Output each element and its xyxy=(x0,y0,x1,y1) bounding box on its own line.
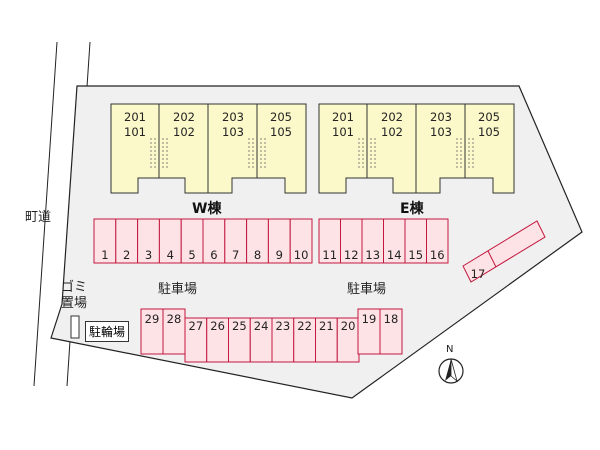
parking-slot-number: 23 xyxy=(276,319,291,333)
parking-slot-number: 10 xyxy=(294,248,309,262)
parking-slot-number: 2 xyxy=(123,248,130,262)
parking-slot-number: 1 xyxy=(101,248,108,262)
parking-slot-number: 13 xyxy=(365,248,380,262)
parking-slot-number: 21 xyxy=(319,319,334,333)
parking-slot-number: 22 xyxy=(297,319,312,333)
parking-label-left: 駐車場 xyxy=(158,282,198,297)
parking-row-top-right: 11 12 13 14 15 16 xyxy=(318,218,449,264)
parking-slot-number: 26 xyxy=(210,319,225,333)
parking-slot-number: 3 xyxy=(145,248,152,262)
bicycle-rack-mark xyxy=(70,315,80,339)
parking-slot-number: 16 xyxy=(430,248,445,262)
parking-slot-number: 29 xyxy=(145,312,160,326)
parking-slot-divider xyxy=(487,250,497,268)
parking-slot-number: 20 xyxy=(341,319,356,333)
parking-row-bottom-upper: 29 28 xyxy=(140,308,186,355)
building-e xyxy=(318,103,515,194)
parking-slot-number: 6 xyxy=(210,248,217,262)
north-label: N xyxy=(446,344,454,355)
road-label: 町道 xyxy=(25,210,52,225)
parking-slot xyxy=(462,220,546,283)
parking-slot-number: 27 xyxy=(189,319,204,333)
parking-slot-number: 12 xyxy=(344,248,359,262)
building-w-label: W棟 xyxy=(192,201,222,217)
parking-row-bottom-lower: 27 26 25 24 23 22 21 20 xyxy=(184,317,360,363)
parking-slot-number: 4 xyxy=(167,248,174,262)
building-e-label: E棟 xyxy=(400,201,424,217)
road-edge-left xyxy=(33,41,58,387)
parking-slot-number: 11 xyxy=(322,248,337,262)
parking-slot-number: 5 xyxy=(188,248,195,262)
parking-slot-number: 25 xyxy=(232,319,247,333)
building-w xyxy=(110,103,307,194)
parking-slot-number: 17 xyxy=(471,267,486,281)
parking-slot xyxy=(379,308,403,355)
parking-slot xyxy=(426,218,449,264)
parking-slot-number: 24 xyxy=(254,319,269,333)
parking-slot-number: 19 xyxy=(362,312,377,326)
parking-row-angled: 17 xyxy=(462,220,546,283)
parking-slot-number: 9 xyxy=(276,248,283,262)
parking-slot xyxy=(289,218,313,264)
garbage-area-label: ゴミ置場 xyxy=(60,280,87,311)
bicycle-parking-label: 駐輪場 xyxy=(85,321,130,342)
north-arrow-icon xyxy=(438,358,464,384)
parking-label-right: 駐車場 xyxy=(347,282,387,297)
parking-slot-number: 28 xyxy=(167,312,182,326)
parking-slot-number: 7 xyxy=(232,248,239,262)
parking-slot-number: 8 xyxy=(254,248,261,262)
parking-slot-number: 15 xyxy=(408,248,423,262)
parking-slot-number: 14 xyxy=(387,248,402,262)
parking-slot-number: 18 xyxy=(384,312,399,326)
